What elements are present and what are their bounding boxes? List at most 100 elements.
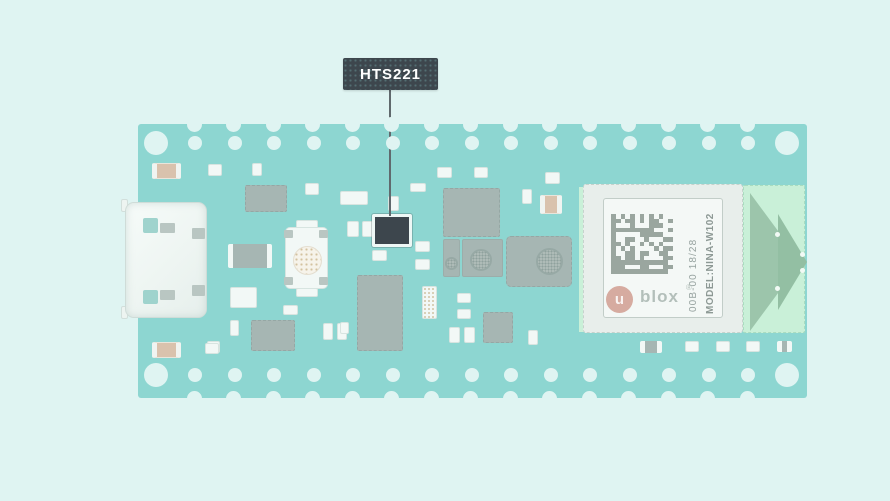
mounting-hole <box>144 363 168 387</box>
sensor-aperture <box>470 249 492 271</box>
smd-component <box>474 167 488 178</box>
smd-component <box>230 287 257 308</box>
mems-pad <box>319 230 328 238</box>
inductor <box>540 195 562 214</box>
mems-pad <box>284 277 293 285</box>
module-edge-strip <box>579 187 585 332</box>
mems-port-disc <box>293 246 322 275</box>
castellation-bottom <box>186 390 202 406</box>
pin-hole-bottom <box>306 368 321 382</box>
callout-leader-line <box>389 90 391 216</box>
castellation-top <box>660 116 676 132</box>
castellation-top <box>186 116 202 132</box>
smd-component <box>545 172 560 184</box>
smd-component <box>323 323 333 340</box>
ic-chip <box>483 312 513 343</box>
smd-component <box>230 320 239 336</box>
castellation-bottom <box>265 390 281 406</box>
pin-hole-bottom <box>543 368 558 382</box>
ic-chip <box>357 275 403 351</box>
smd-component <box>205 343 219 354</box>
smd-component <box>464 327 475 343</box>
usb-detail <box>192 228 205 239</box>
castellation-bottom <box>502 390 518 406</box>
castellation-top <box>700 116 715 132</box>
resistor <box>152 342 181 358</box>
smd-component <box>347 221 359 237</box>
smd-component <box>449 327 460 343</box>
castellation-top <box>581 116 597 132</box>
usb-crimp-hole <box>143 218 158 233</box>
smd-component <box>457 293 471 303</box>
castellation-top <box>502 116 518 132</box>
mems-microphone <box>283 220 330 297</box>
pin-hole-top <box>583 136 597 150</box>
smd-component <box>528 330 538 345</box>
castellation-bottom <box>384 390 399 406</box>
castellation-bottom <box>423 390 439 406</box>
castellation-bottom <box>700 390 715 406</box>
castellation-top <box>305 116 320 132</box>
ublox-logo-disc: u <box>606 286 633 313</box>
pin-hole-bottom <box>464 368 479 382</box>
pin-hole-bottom <box>701 368 716 382</box>
castellation-bottom <box>226 390 241 406</box>
castellation-bottom <box>621 390 636 406</box>
usb-connector <box>125 202 207 318</box>
ic-chip <box>228 244 272 268</box>
pin-hole-top <box>385 136 400 150</box>
antenna-via <box>800 268 805 273</box>
castellation-top <box>621 116 636 132</box>
pin-hole-bottom <box>425 368 439 382</box>
smd-component <box>457 309 471 319</box>
pin-hole-top <box>543 136 558 150</box>
pin-hole-top <box>622 136 637 150</box>
mems-pad <box>284 230 293 238</box>
castellation-top <box>344 116 360 132</box>
pin-hole-bottom <box>346 368 360 382</box>
smd-component <box>685 341 699 352</box>
module-serial-text: 00B-00 18/28 <box>688 238 699 312</box>
hts221-callout-label: HTS221 <box>343 58 438 90</box>
usb-detail <box>160 290 175 300</box>
hts221-chip <box>372 214 412 247</box>
usb-detail <box>160 223 175 233</box>
pin-hole-bottom <box>622 368 637 382</box>
pin-hole-top <box>227 136 242 150</box>
pin-hole-top <box>346 136 360 150</box>
pin-hole-bottom <box>583 368 597 382</box>
antenna-zone <box>743 185 807 333</box>
mounting-hole <box>775 131 799 155</box>
castellation-bottom <box>305 390 320 406</box>
pin-hole-bottom <box>188 368 202 382</box>
pin-hole-top <box>662 136 676 150</box>
antenna-triangle-small <box>778 214 807 310</box>
castellation-top <box>265 116 281 132</box>
castellation-bottom <box>463 390 478 406</box>
antenna-via <box>800 252 805 257</box>
pin-hole-top <box>425 136 439 150</box>
pin-hole-top <box>701 136 716 150</box>
pin-hole-top <box>306 136 321 150</box>
castellation-top <box>739 116 755 132</box>
smd-component <box>340 191 368 205</box>
antenna-via <box>775 232 780 237</box>
sensor-aperture <box>445 257 458 270</box>
qr-code <box>611 214 673 274</box>
smd-component <box>522 189 532 204</box>
pin-hole-bottom <box>662 368 676 382</box>
smd-component <box>208 164 222 176</box>
pin-hole-top <box>741 136 755 150</box>
castellation-top <box>542 116 557 132</box>
ublox-logo-text: blox <box>640 287 679 306</box>
smd-component <box>415 259 430 270</box>
smd-component <box>410 183 426 192</box>
castellation-bottom <box>542 390 557 406</box>
ic-chip <box>251 320 295 351</box>
module-model-text: MODEL:NINA-W102 <box>705 213 716 314</box>
castellation-bottom <box>344 390 360 406</box>
smd-component <box>388 196 399 211</box>
pin-hole-bottom <box>504 368 518 382</box>
smd-component <box>340 322 349 334</box>
